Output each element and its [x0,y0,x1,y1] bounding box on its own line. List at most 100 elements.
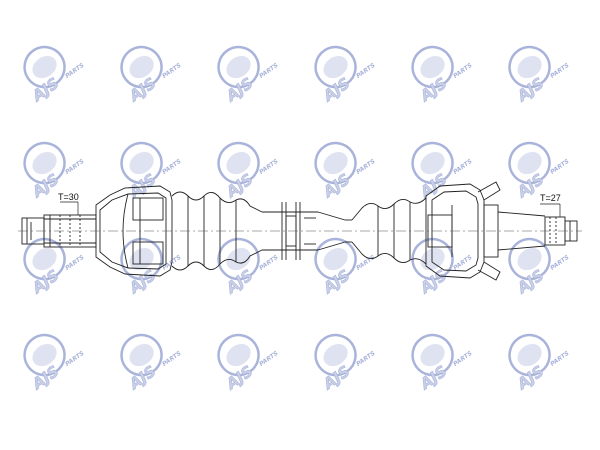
watermark-ring-icon [23,237,66,281]
watermark-disc-icon [420,152,445,175]
watermark-ring-icon [217,45,260,89]
left-teeth-callout [60,201,79,215]
watermark-ring-icon [217,333,260,377]
watermark-brand-text: AJS [28,74,62,105]
watermark-disc-icon [32,56,57,79]
watermark-sub-text: PARTS [452,254,473,272]
watermark-ring-icon [23,333,66,377]
watermark-disc-icon [226,56,251,79]
watermark-disc-icon [323,152,348,175]
watermark-brand-text: AJS [513,266,547,297]
watermark-brand-text: AJS [125,170,159,201]
watermark-brand-text: AJS [319,170,353,201]
right-teeth-label: T=27 [540,193,561,203]
watermark-disc-icon [32,248,57,271]
watermark-sub-text: PARTS [64,350,85,368]
watermark-sub-text: PARTS [549,158,570,176]
watermark-brand-text: AJS [222,362,256,393]
watermark-brand-text: AJS [416,74,450,105]
watermark-sub-text: PARTS [258,158,279,176]
watermark-ring-icon [120,141,163,185]
right-teeth-callout [540,203,561,217]
watermark-sub-text: PARTS [258,62,279,80]
watermark-disc-icon [226,152,251,175]
left-teeth-label: T=30 [58,192,79,202]
watermark-disc-icon [517,152,542,175]
watermark-brand-text: AJS [125,74,159,105]
watermark-sub-text: PARTS [161,62,182,80]
watermark-disc-icon [517,248,542,271]
watermark-brand-text: AJS [222,74,256,105]
watermark-brand-text: AJS [125,266,159,297]
watermark-ring-icon [23,141,66,185]
watermark-disc-icon [323,344,348,367]
watermark-sub-text: PARTS [355,62,376,80]
watermark-brand-text: AJS [222,170,256,201]
right-cv-joint [425,181,501,281]
watermark-ring-icon [411,237,454,281]
watermark-disc-icon [420,56,445,79]
watermark-sub-text: PARTS [258,254,279,272]
watermark-ring-icon [411,333,454,377]
watermark-disc-icon [129,344,154,367]
watermark-sub-text: PARTS [355,350,376,368]
watermark-brand-text: AJS [416,362,450,393]
watermark-ring-icon [120,45,163,89]
watermark-disc-icon [226,344,251,367]
watermark-ring-icon [23,45,66,89]
watermark-disc-icon [420,248,445,271]
watermark-sub-text: PARTS [452,350,473,368]
watermark-sub-text: PARTS [258,350,279,368]
drive-shaft [18,181,582,281]
watermark-disc-icon [517,56,542,79]
watermark-sub-text: PARTS [161,350,182,368]
watermark-ring-icon [411,141,454,185]
watermark-ring-icon [217,141,260,185]
watermark-brand-text: AJS [319,74,353,105]
watermark-ring-icon [508,237,551,281]
watermark-sub-text: PARTS [64,158,85,176]
watermark-ring-icon [314,237,357,281]
watermark-brand-text: AJS [513,362,547,393]
watermark-disc-icon [323,56,348,79]
watermark-brand-text: AJS [319,362,353,393]
watermark-disc-icon [32,152,57,175]
watermark-sub-text: PARTS [452,62,473,80]
left-cv-joint [95,185,173,277]
watermark-ring-icon [120,333,163,377]
watermark-sub-text: PARTS [452,158,473,176]
watermark-ring-icon [314,141,357,185]
watermark-disc-icon [323,248,348,271]
watermark-ring-icon [411,45,454,89]
watermark-disc-icon [32,344,57,367]
watermark-ring-icon [508,333,551,377]
watermark-sub-text: PARTS [549,350,570,368]
watermark-brand-text: AJS [125,362,159,393]
watermark-brand-text: AJS [319,266,353,297]
watermark-sub-text: PARTS [549,62,570,80]
watermark-sub-text: PARTS [355,158,376,176]
watermark-disc-icon [129,248,154,271]
